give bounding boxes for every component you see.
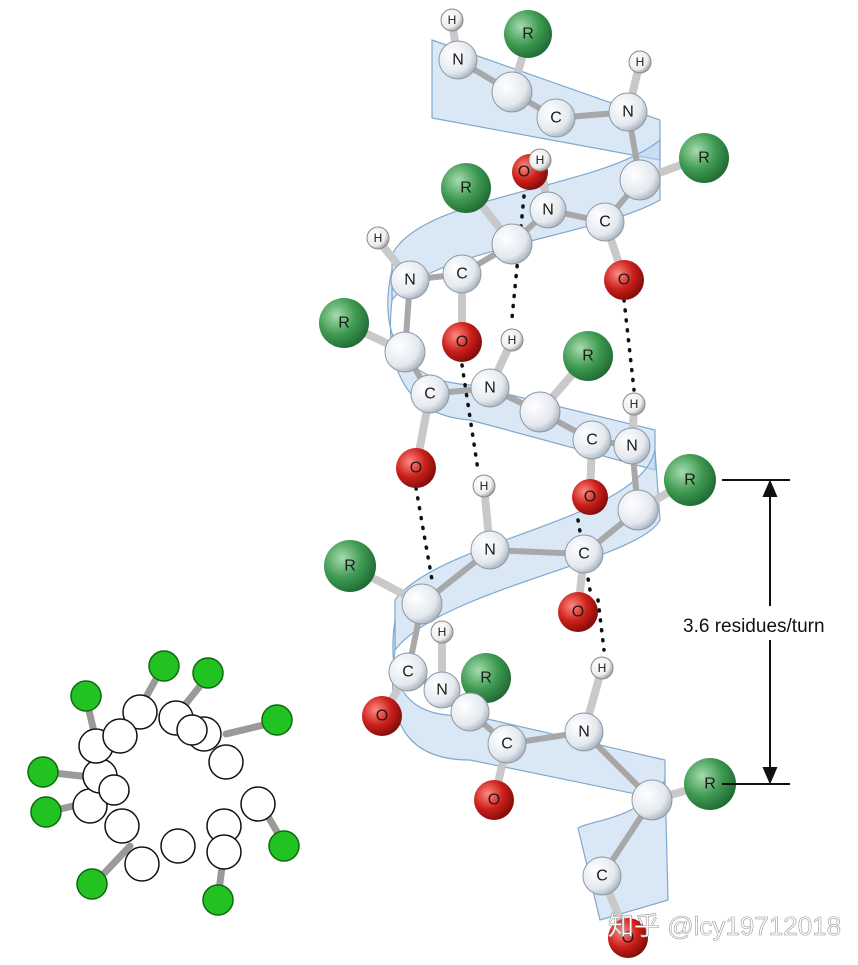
r-group-atom <box>563 331 613 381</box>
svg-text:R: R <box>684 472 696 489</box>
svg-text:N: N <box>626 438 638 455</box>
svg-text:H: H <box>598 661 607 675</box>
r-group-atom <box>324 540 376 592</box>
svg-text:C: C <box>501 736 513 753</box>
oxygen-atom <box>396 448 436 488</box>
svg-text:R: R <box>704 776 716 793</box>
oxygen-atom <box>474 780 514 820</box>
r-group-atom <box>192 657 224 689</box>
svg-text:O: O <box>488 792 500 809</box>
svg-text:O: O <box>618 272 630 289</box>
svg-text:O: O <box>584 489 596 506</box>
svg-text:R: R <box>582 348 594 365</box>
oxygen-atom <box>572 479 608 515</box>
backbone-atoms <box>384 40 673 896</box>
watermark: 知乎 @lcy19712018 <box>608 911 841 941</box>
svg-text:H: H <box>374 231 383 245</box>
residues-per-turn-bracket <box>722 479 790 785</box>
svg-text:H: H <box>480 479 489 493</box>
svg-text:H: H <box>636 55 645 69</box>
r-group-atom <box>202 884 234 916</box>
svg-text:N: N <box>436 682 448 699</box>
svg-text:N: N <box>404 272 416 289</box>
svg-text:C: C <box>402 664 414 681</box>
residues-per-turn-label: 3.6 residues/turn <box>683 616 825 637</box>
r-group-atom <box>504 10 552 58</box>
svg-text:N: N <box>622 104 634 121</box>
r-group-atom <box>70 680 102 712</box>
svg-text:H: H <box>508 333 517 347</box>
r-group-atom <box>76 868 108 900</box>
svg-text:R: R <box>522 26 534 43</box>
svg-text:R: R <box>338 315 350 332</box>
svg-text:O: O <box>572 604 584 621</box>
r-group-atom <box>268 830 300 862</box>
svg-text:N: N <box>578 724 590 741</box>
r-group-atom <box>441 163 491 213</box>
svg-text:R: R <box>698 150 710 167</box>
oxygen-atom <box>604 260 644 300</box>
oxygen-atoms <box>362 154 648 958</box>
svg-text:O: O <box>410 460 422 477</box>
hydrogen-atoms <box>366 8 652 680</box>
svg-text:H: H <box>630 397 639 411</box>
svg-text:C: C <box>456 266 468 283</box>
svg-text:N: N <box>542 202 554 219</box>
svg-text:C: C <box>424 386 436 403</box>
r-group-atom <box>148 650 180 682</box>
svg-text:N: N <box>452 52 464 69</box>
r-group-atom <box>261 704 293 736</box>
r-group-atom <box>679 133 729 183</box>
svg-text:C: C <box>596 868 608 885</box>
helix-top-view <box>27 650 300 916</box>
svg-text:O: O <box>456 334 468 351</box>
r-group-atom <box>319 298 369 348</box>
svg-text:R: R <box>344 558 356 575</box>
svg-text:C: C <box>586 432 598 449</box>
svg-text:H: H <box>448 13 457 27</box>
svg-text:R: R <box>480 670 492 687</box>
svg-text:H: H <box>536 153 545 167</box>
r-groups <box>319 10 736 810</box>
atom-letters: H R N H C N R H O R N C H N C O R O H R … <box>338 13 716 947</box>
r-group-atom <box>461 653 511 703</box>
r-group-atom <box>684 758 736 810</box>
oxygen-atom <box>442 322 482 362</box>
r-group-atom <box>27 756 59 788</box>
svg-text:O: O <box>622 930 634 947</box>
svg-text:C: C <box>550 110 562 127</box>
svg-text:C: C <box>578 546 590 563</box>
svg-text:R: R <box>460 180 472 197</box>
oxygen-atom <box>608 918 648 958</box>
oxygen-atom <box>362 696 402 736</box>
r-group-atom <box>664 454 716 506</box>
svg-text:N: N <box>484 380 496 397</box>
svg-text:O: O <box>376 708 388 725</box>
oxygen-atom <box>558 592 598 632</box>
svg-text:C: C <box>599 214 611 231</box>
svg-text:H: H <box>438 625 447 639</box>
svg-text:O: O <box>518 164 530 181</box>
r-group-atom <box>30 796 62 828</box>
svg-text:N: N <box>484 542 496 559</box>
